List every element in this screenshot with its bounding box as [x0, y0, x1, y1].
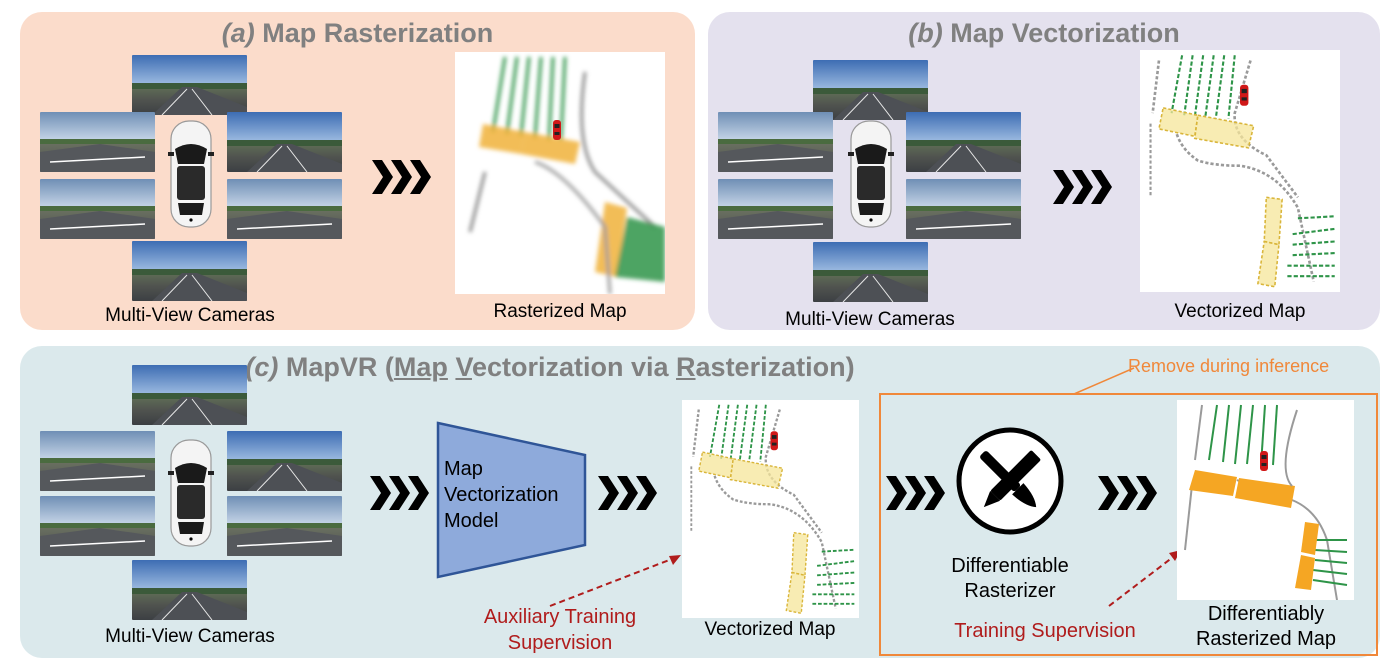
- camera-front-left: [40, 431, 155, 491]
- aux-supervision-arrow: [549, 555, 681, 607]
- pencil-brush-icon: [956, 427, 1064, 535]
- camera-front: [813, 60, 928, 120]
- inference-removable-box: [879, 393, 1378, 656]
- chevron-arrow-icon: [372, 160, 432, 194]
- training-supervision-label: Training Supervision: [954, 620, 1136, 642]
- panel-c-title-suffix: asterization): [695, 352, 855, 382]
- panel-c-title-v: V: [455, 352, 472, 382]
- panel-c-title-prefix: MapVR (: [285, 352, 394, 382]
- differentiably-rasterized-map: [1177, 400, 1354, 601]
- camera-back-right: [227, 179, 342, 239]
- cameras-label-a: Multi-View Cameras: [105, 305, 275, 326]
- rasterizer-line2: Rasterizer: [964, 580, 1056, 602]
- camera-back-right: [227, 496, 342, 556]
- camera-back: [132, 560, 247, 620]
- diff-line1: Differentiably: [1207, 603, 1325, 625]
- camera-front: [132, 365, 247, 425]
- panel-a-title-text: Map Rasterization: [262, 18, 494, 48]
- camera-front-right: [227, 431, 342, 491]
- camera-back: [132, 241, 247, 301]
- chevron-arrow-icon: [886, 476, 946, 510]
- panel-c-letter: (c): [245, 352, 279, 382]
- model-line1: Map: [444, 458, 483, 480]
- model-line3: Model: [444, 510, 499, 532]
- chevron-arrow-icon: [370, 476, 430, 510]
- panel-b-title-text: Map Vectorization: [950, 18, 1180, 48]
- vectorized-map-label-c: Vectorized Map: [704, 619, 836, 640]
- remove-callout-line: [1073, 367, 1135, 395]
- panel-mapvr: (c) MapVR (Map Vectorization via Rasteri…: [20, 346, 1380, 658]
- aux-line1: Auxiliary Training: [483, 606, 637, 628]
- camera-front-left: [718, 112, 833, 172]
- panel-c-title: (c) MapVR (Map Vectorization via Rasteri…: [0, 352, 1380, 383]
- rasterizer-line1: Differentiable: [951, 555, 1069, 577]
- camera-back: [813, 242, 928, 302]
- panel-b-title: (b) Map Vectorization: [708, 18, 1380, 49]
- remove-during-inference-label: Remove during inference: [1128, 356, 1330, 376]
- rasterized-map: [455, 52, 665, 295]
- rasterizer-label: Differentiable Rasterizer: [910, 554, 1110, 604]
- vectorized-map: [1140, 50, 1340, 292]
- camera-back-left: [40, 496, 155, 556]
- chevron-arrow-icon: [1053, 170, 1113, 204]
- rasterized-map-label: Rasterized Map: [493, 301, 627, 322]
- chevron-arrow-icon: [598, 476, 658, 510]
- panel-map-rasterization: (a) Map Rasterization Multi-View Cameras: [20, 12, 695, 330]
- camera-back-left: [40, 179, 155, 239]
- panel-a-title: (a) Map Rasterization: [20, 18, 695, 49]
- vectorization-model-block: [436, 421, 587, 579]
- cameras-label-c: Multi-View Cameras: [105, 626, 275, 647]
- model-line2: Vectorization: [444, 484, 559, 506]
- car-icon: [166, 438, 216, 548]
- car-icon: [846, 119, 896, 229]
- camera-back-right: [906, 179, 1021, 239]
- camera-front-left: [40, 112, 155, 172]
- camera-front: [132, 55, 247, 115]
- chevron-arrow-icon: [1098, 476, 1158, 510]
- panel-c-title-ectorization: ectorization via: [471, 352, 677, 382]
- panel-c-title-map: Map: [393, 352, 448, 382]
- vectorized-map-label: Vectorized Map: [1174, 301, 1306, 322]
- aux-line2: Supervision: [507, 632, 613, 654]
- camera-back-left: [718, 179, 833, 239]
- cameras-label-b: Multi-View Cameras: [785, 309, 955, 330]
- car-icon: [166, 119, 216, 229]
- diff-rasterized-map-label: Differentiably Rasterized Map: [1166, 602, 1366, 652]
- panel-c-title-r: R: [676, 352, 696, 382]
- panel-a-letter: (a): [221, 18, 255, 48]
- panel-map-vectorization: (b) Map Vectorization Multi-View Cameras…: [708, 12, 1380, 330]
- vectorized-map-c: [682, 400, 859, 618]
- panel-b-letter: (b): [908, 18, 943, 48]
- camera-front-right: [906, 112, 1021, 172]
- diff-line2: Rasterized Map: [1195, 628, 1337, 650]
- aux-supervision-label: Auxiliary Training Supervision: [460, 604, 660, 656]
- camera-front-right: [227, 112, 342, 172]
- model-label: Map Vectorization Model: [444, 456, 559, 534]
